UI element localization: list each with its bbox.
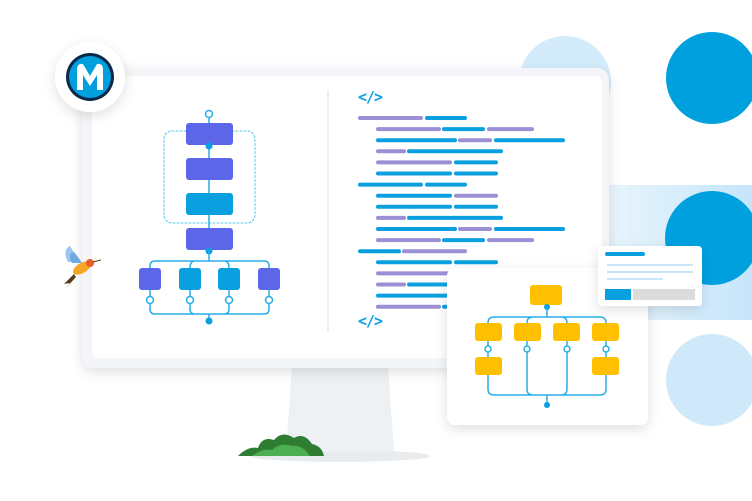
light-circle-bottom: [666, 334, 752, 426]
integration-card: [447, 268, 648, 425]
flow-step-4[interactable]: [186, 228, 233, 250]
blue-circle-top: [666, 32, 752, 124]
code-lines: [358, 116, 565, 309]
flow-step-3[interactable]: [186, 193, 233, 215]
form-card: [598, 246, 702, 306]
hummingbird: [64, 246, 102, 288]
flow-diagram: [139, 109, 280, 325]
end-node: [205, 317, 213, 325]
branch-step-3[interactable]: [218, 268, 240, 290]
root-node[interactable]: [530, 285, 562, 305]
start-node: [204, 109, 214, 119]
secondary-button[interactable]: [633, 289, 695, 300]
branch-step-1[interactable]: [139, 268, 161, 290]
code-close-tag-icon: </>: [358, 312, 383, 330]
flow-step-1[interactable]: [186, 123, 233, 145]
flow-step-2[interactable]: [186, 158, 233, 180]
monitor-stand: [286, 365, 394, 452]
mulesoft-logo: [55, 42, 125, 112]
primary-button[interactable]: [605, 289, 631, 300]
branch-step-4[interactable]: [258, 268, 280, 290]
grass-tuft: [238, 434, 324, 456]
code-open-tag-icon: </>: [358, 88, 383, 106]
branch-step-2[interactable]: [179, 268, 201, 290]
